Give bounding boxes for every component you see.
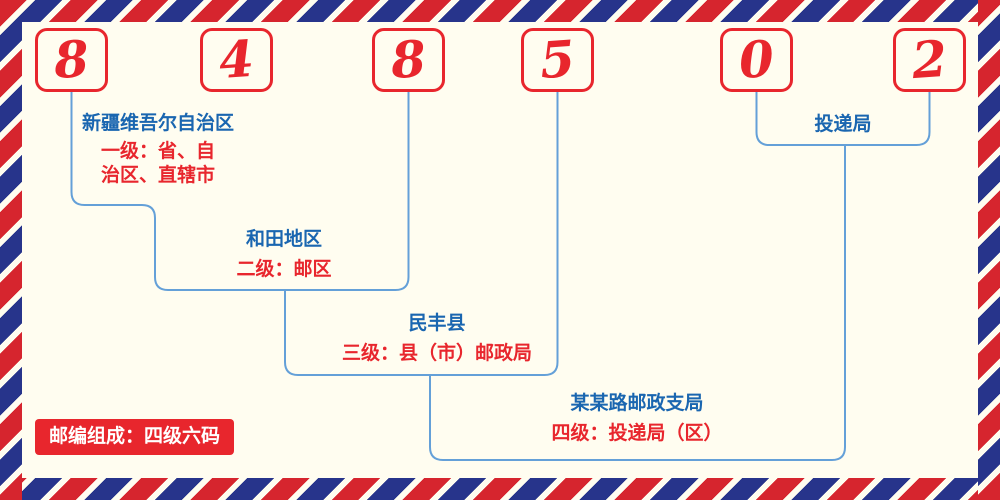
digit-box-2: 4 — [200, 28, 273, 92]
level4-label: 某某路邮政支局 四级：投递局（区） — [487, 392, 787, 446]
level2-description: 二级：邮区 — [236, 259, 332, 280]
airmail-border-bottom — [0, 478, 1000, 500]
level2-region-name: 和田地区 — [245, 229, 322, 250]
level1-label: 新疆维吾尔自治区 一级：省、自治区、直辖市 — [48, 112, 268, 188]
postal-structure-badge: 邮编组成：四级六码 — [35, 419, 235, 455]
digit-5: 0 — [737, 28, 776, 91]
digit-box-4: 5 — [521, 28, 594, 92]
level3-label: 民丰县 三级：县（市）邮政局 — [327, 312, 547, 366]
level3-description: 三级：县（市）邮政局 — [341, 343, 532, 364]
delivery-office-label: 投递局 — [814, 114, 872, 135]
airmail-border-right — [978, 0, 1000, 500]
level1-description: 一级：省、自治区、直辖市 — [100, 141, 215, 186]
digit-box-3: 8 — [372, 28, 445, 92]
level2-label: 和田地区 二级：邮区 — [174, 228, 394, 282]
level4-description: 四级：投递局（区） — [551, 423, 723, 444]
digit-box-6: 2 — [893, 28, 966, 92]
digit-2: 4 — [217, 28, 256, 91]
airmail-border-left — [0, 0, 22, 500]
level3-region-name: 民丰县 — [408, 313, 466, 334]
level4-region-name: 某某路邮政支局 — [570, 393, 704, 414]
digit-box-5: 0 — [720, 28, 793, 92]
digit-3: 8 — [389, 28, 428, 91]
digit-box-1: 8 — [35, 28, 108, 92]
digit-4: 5 — [538, 28, 577, 91]
digit-6: 2 — [910, 28, 949, 91]
digit-1: 8 — [52, 28, 91, 91]
level1-region-name: 新疆维吾尔自治区 — [81, 113, 234, 134]
airmail-border-top — [0, 0, 1000, 22]
